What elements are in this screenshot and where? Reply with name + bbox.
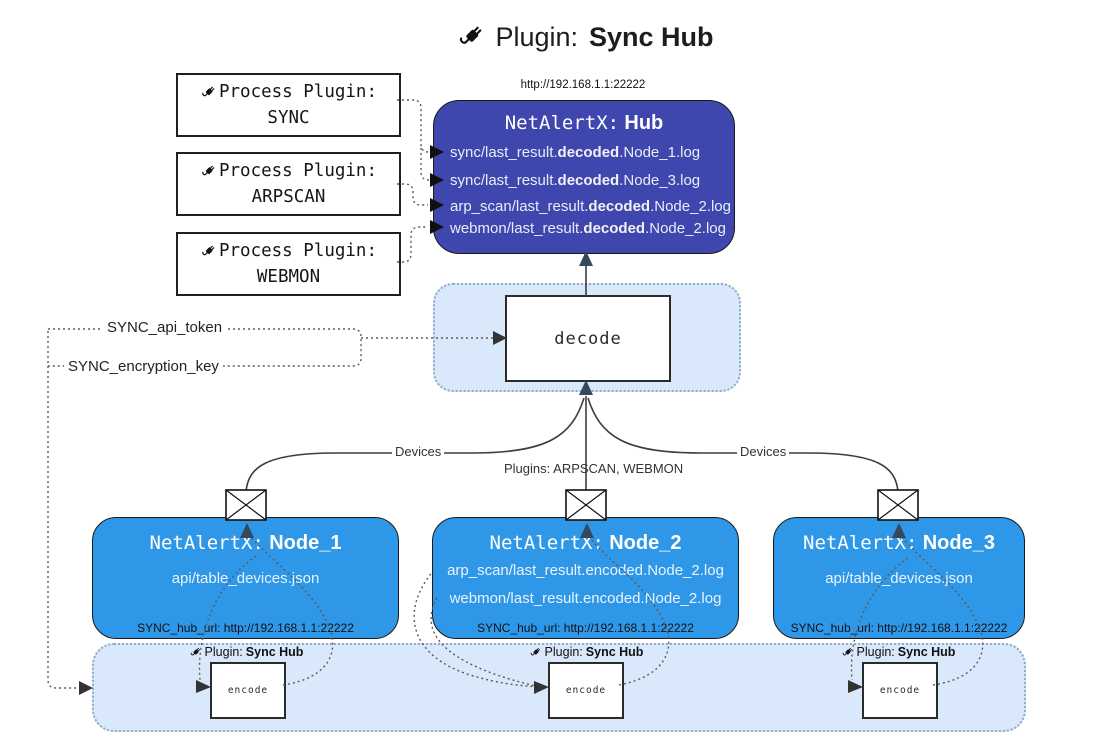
encode-plugin-label-1: Plugin: Sync Hub	[136, 645, 356, 659]
node-title-code: NetAlertX:	[489, 532, 604, 554]
process-plugin-webmon-line1: Process Plugin:	[200, 238, 377, 264]
rail-keys-to-encode-panel	[47, 331, 82, 689]
envelope-icon	[565, 489, 607, 521]
plug-icon	[200, 84, 217, 101]
process-plugin-label: Process Plugin:	[218, 161, 378, 181]
arrowhead-into-encode-panel	[79, 681, 93, 695]
process-plugin-arpscan-line1: Process Plugin:	[200, 158, 377, 184]
hub-log-row: sync/last_result.decoded.Node_1.log	[450, 144, 730, 161]
plugin-label: Plugin:	[204, 645, 243, 659]
sync-api-token-label: SYNC_api_token	[103, 319, 227, 336]
node-title-name: Node_1	[269, 532, 342, 554]
feed-arpscan-row3	[397, 183, 428, 206]
plug-icon	[529, 646, 542, 659]
plugin-name: Sync Hub	[245, 645, 304, 659]
row-bold: decoded	[588, 198, 651, 215]
node-row: webmon/last_result.encoded.Node_2.log	[449, 590, 722, 607]
node-row: api/table_devices.json	[171, 570, 320, 587]
process-plugin-name: WEBMON	[256, 267, 321, 287]
process-plugin-sync: Process Plugin: SYNC	[176, 73, 401, 137]
node-title-code: NetAlertX:	[803, 532, 918, 554]
feed-sync-row2	[420, 148, 430, 181]
hub-box: NetAlertX: Hub sync/last_result.decoded.…	[433, 100, 735, 254]
page-title: Plugin: Sync Hub	[400, 14, 770, 60]
node-title-name: Node_2	[609, 532, 682, 554]
process-plugin-arpscan: Process Plugin: ARPSCAN	[176, 152, 401, 216]
row-pre: sync/last_result.	[450, 144, 558, 161]
node-title-name: Node_3	[922, 532, 995, 554]
page-title-prefix: Plugin:	[495, 21, 579, 52]
row-post: .Node_3.log	[619, 172, 701, 189]
row-post: .Node_2.log	[650, 198, 731, 215]
sync-hub-url-label: SYNC_hub_url: http://192.168.1.1:22222	[477, 621, 694, 635]
node-title: NetAlertX: Node_2	[433, 532, 738, 555]
feed-sync-row1	[397, 99, 430, 153]
plugin-label: Plugin:	[544, 645, 583, 659]
plug-icon	[456, 22, 486, 52]
envelope-icon	[877, 489, 919, 521]
hub-title-code: NetAlertX:	[504, 112, 620, 134]
node-2-box: NetAlertX: Node_2 arp_scan/last_result.e…	[432, 517, 739, 639]
node-3-box: NetAlertX: Node_3 api/table_devices.json…	[773, 517, 1025, 639]
plug-icon	[841, 646, 854, 659]
encode-box-1: encode	[210, 662, 286, 719]
plug-icon	[200, 163, 217, 180]
decode-box: decode	[505, 295, 671, 382]
process-plugin-webmon: Process Plugin: WEBMON	[176, 232, 401, 296]
encode-plugin-label-2: Plugin: Sync Hub	[476, 645, 696, 659]
sync-hub-url-label: SYNC_hub_url: http://192.168.1.1:22222	[137, 621, 354, 635]
hub-log-row: webmon/last_result.decoded.Node_2.log	[450, 220, 730, 237]
plugin-name: Sync Hub	[897, 645, 956, 659]
row-post: .Node_1.log	[619, 144, 701, 161]
process-plugin-name: SYNC	[267, 108, 310, 128]
hub-log-row: sync/last_result.decoded.Node_3.log	[450, 172, 730, 189]
row-pre: sync/last_result.	[450, 172, 558, 189]
plugins-label-mid: Plugins: ARPSCAN, WEBMON	[504, 461, 684, 476]
row-pre: webmon/last_result.	[450, 220, 584, 237]
node-title: NetAlertX: Node_1	[93, 532, 398, 555]
envelope-icon	[225, 489, 267, 521]
plugin-label: Plugin:	[856, 645, 895, 659]
process-plugin-label: Process Plugin:	[218, 82, 378, 102]
node-row: api/table_devices.json	[825, 570, 973, 587]
encode-box-2: encode	[548, 662, 624, 719]
node-title-code: NetAlertX:	[149, 532, 264, 554]
hub-log-row: arp_scan/last_result.decoded.Node_2.log	[450, 198, 731, 215]
hub-url-label: http://192.168.1.1:22222	[520, 79, 646, 91]
sync-encryption-key-label: SYNC_encryption_key	[64, 358, 223, 375]
row-bold: decoded	[557, 144, 620, 161]
row-pre: arp_scan/last_result.	[450, 198, 589, 215]
encode-box-3: encode	[862, 662, 938, 719]
page-title-name: Sync Hub	[589, 21, 714, 52]
plugin-name: Sync Hub	[585, 645, 644, 659]
hub-title-name: Hub	[624, 112, 664, 134]
row-post: .Node_2.log	[645, 220, 726, 237]
sync-hub-url-label: SYNC_hub_url: http://192.168.1.1:22222	[790, 621, 1008, 635]
plug-icon	[200, 243, 217, 260]
devices-label-right: Devices	[737, 444, 790, 459]
process-plugin-sync-line1: Process Plugin:	[200, 79, 377, 105]
hub-title: NetAlertX: Hub	[434, 112, 734, 135]
node-1-box: NetAlertX: Node_1 api/table_devices.json…	[92, 517, 399, 639]
encode-plugin-label-3: Plugin: Sync Hub	[788, 645, 1008, 659]
node-row: arp_scan/last_result.encoded.Node_2.log	[447, 562, 724, 579]
node-title: NetAlertX: Node_3	[774, 532, 1024, 555]
row-bold: decoded	[557, 172, 620, 189]
process-plugin-label: Process Plugin:	[218, 241, 378, 261]
process-plugin-name: ARPSCAN	[251, 187, 326, 207]
feed-webmon-row4	[397, 226, 428, 263]
devices-label-left: Devices	[392, 444, 445, 459]
row-bold: decoded	[583, 220, 646, 237]
plug-icon	[189, 646, 202, 659]
